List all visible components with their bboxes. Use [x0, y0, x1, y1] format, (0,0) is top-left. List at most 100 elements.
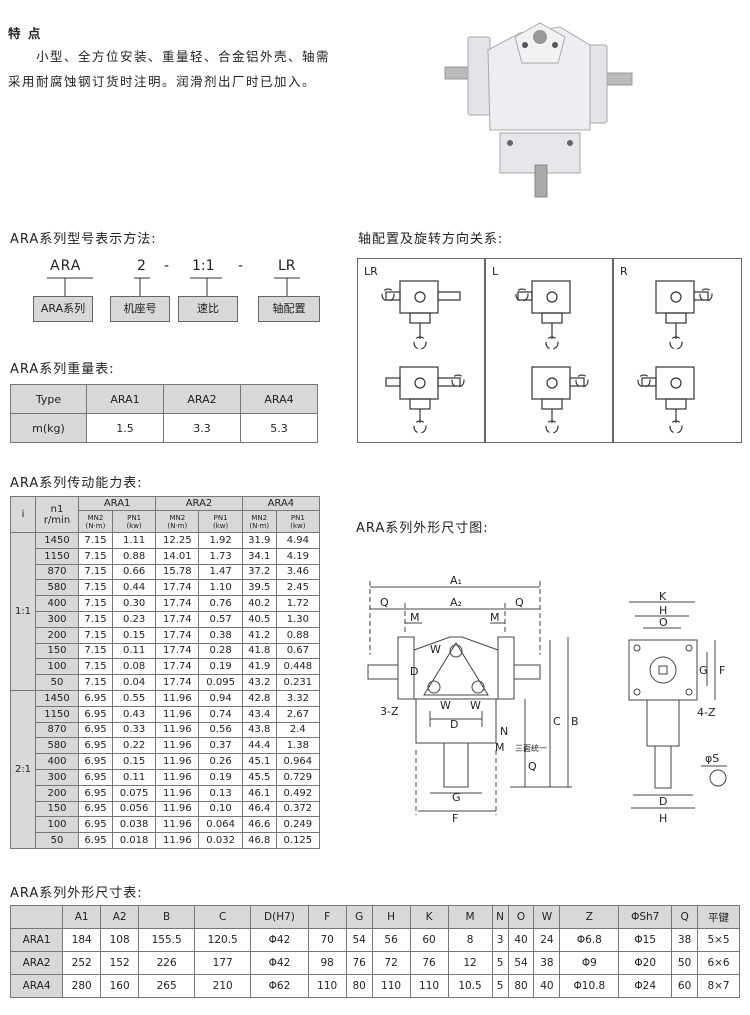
cap-value-cell: 41.8: [241, 642, 277, 660]
dim-value-cell: 210: [194, 974, 252, 998]
dim-label-n: N: [500, 725, 508, 738]
cap-value-cell: 0.43: [111, 705, 157, 723]
cap-sub-pn-label: PN1: [290, 513, 305, 522]
capacity-table: i n1 r/min ARA1 ARA2 ARA4 MN2(N·m) PN1(k…: [10, 496, 321, 849]
dim-value-cell: 110: [371, 974, 411, 998]
panel-label-l: L: [492, 265, 499, 278]
cap-value-cell: 0.56: [198, 721, 243, 739]
cap-value-cell: 1.11: [111, 532, 157, 549]
cap-value-cell: 11.96: [155, 768, 200, 786]
dim-model-cell: ARA4: [9, 974, 64, 998]
weight-header-ara2: ARA2: [163, 384, 241, 414]
cap-value-cell: 42.8: [241, 689, 277, 707]
cap-value-cell: 0.88: [111, 547, 157, 565]
dim-label-s: φS: [705, 752, 719, 765]
cap-value-cell: 11.96: [155, 689, 200, 707]
cap-value-cell: 15.78: [155, 563, 200, 581]
cap-speed-cell: 300: [35, 768, 79, 786]
features-line-2: 采用耐腐蚀钢订货时注明。润滑剂出厂时已加入。: [8, 74, 317, 89]
dim-label-d-side: D: [659, 795, 667, 808]
model-code-box-ratio: 速比: [178, 296, 238, 322]
cap-speed-cell: 400: [35, 753, 79, 770]
dim-value-cell: 184: [62, 928, 102, 952]
dim-value-cell: 50: [671, 951, 699, 975]
cap-sub-mn-unit: (N·m): [249, 521, 270, 530]
panel-label-lr: LR: [364, 265, 378, 278]
cap-value-cell: 0.66: [111, 563, 157, 581]
cap-value-cell: 7.15: [78, 595, 113, 612]
cap-value-cell: 11.96: [155, 721, 200, 739]
cap-value-cell: 17.74: [155, 610, 200, 628]
cap-value-cell: 0.13: [198, 784, 243, 802]
cap-value-cell: 0.74: [198, 705, 243, 723]
cap-value-cell: 2.67: [275, 705, 321, 723]
cap-speed-cell: 150: [35, 642, 79, 660]
cap-value-cell: 7.15: [78, 674, 113, 691]
cap-value-cell: 0.448: [275, 658, 321, 676]
cap-header-ara4: ARA4: [241, 496, 321, 511]
cap-value-cell: 0.67: [275, 642, 321, 660]
cap-value-cell: 17.74: [155, 658, 200, 676]
cap-value-cell: 40.5: [241, 610, 277, 628]
cap-value-cell: 0.28: [198, 642, 243, 660]
dim-header-cell: H: [371, 905, 411, 929]
features-heading: 特 点: [8, 26, 42, 41]
cap-value-cell: 0.038: [111, 816, 157, 834]
dim-value-cell: Φ20: [618, 951, 673, 975]
dim-label-h-bottom: H: [659, 812, 667, 825]
dim-header-cell: A1: [62, 905, 102, 929]
dim-value-cell: 177: [194, 951, 252, 975]
cap-speed-cell: 580: [35, 579, 79, 597]
cap-sub-mn-unit: (N·m): [167, 521, 188, 530]
cap-value-cell: 0.11: [111, 768, 157, 786]
cap-value-cell: 7.15: [78, 579, 113, 597]
cap-speed-cell: 50: [35, 832, 79, 849]
cap-value-cell: 0.55: [111, 689, 157, 707]
cap-value-cell: 1.92: [198, 532, 243, 549]
dim-header-cell: D(H7): [250, 905, 309, 929]
dim-model-cell: ARA2: [9, 951, 64, 975]
cap-sub-pn-unit: (kw): [126, 521, 142, 530]
dim-value-cell: 155.5: [138, 928, 196, 952]
dim-value-cell: Φ42: [250, 928, 309, 952]
dim-header-cell: A2: [100, 905, 140, 929]
cap-sub-mn-ara1: MN2(N·m): [78, 510, 113, 533]
cap-value-cell: 41.2: [241, 626, 277, 644]
cap-header-ara2: ARA2: [155, 496, 243, 511]
dim-label-m-left: M: [410, 611, 420, 624]
dim-value-cell: 6×6: [697, 951, 740, 975]
model-code-part-config: LR: [278, 258, 296, 274]
dim-label-g: G: [452, 791, 461, 804]
cap-value-cell: 6.95: [78, 721, 113, 739]
dim-value-cell: 252: [62, 951, 102, 975]
cap-value-cell: 0.19: [198, 768, 243, 786]
dim-header-cell: [9, 905, 64, 929]
cap-sub-mn-label: MN2: [87, 513, 104, 522]
cap-value-cell: 14.01: [155, 547, 200, 565]
dim-header-cell: C: [194, 905, 252, 929]
cap-value-cell: 0.22: [111, 737, 157, 755]
dim-value-cell: 265: [138, 974, 196, 998]
cap-value-cell: 46.1: [241, 784, 277, 802]
cap-value-cell: 43.8: [241, 721, 277, 739]
cap-sub-pn-unit: (kw): [212, 521, 229, 530]
weight-table: Type ARA1 ARA2 ARA4 m(kg) 1.5 3.3 5.3: [10, 384, 318, 443]
dim-value-cell: 76: [409, 951, 449, 975]
cap-value-cell: 0.23: [111, 610, 157, 628]
cap-value-cell: 1.73: [198, 547, 243, 565]
cap-value-cell: 0.11: [111, 642, 157, 660]
dim-value-cell: 10.5: [447, 974, 493, 998]
dim-value-cell: 56: [371, 928, 411, 952]
cap-value-cell: 0.125: [275, 832, 321, 849]
shaft-config-panel-lr: LR: [357, 258, 485, 443]
dim-value-cell: Φ9: [559, 951, 620, 975]
dim-label-q-left: Q: [380, 596, 389, 609]
cap-value-cell: 0.964: [275, 753, 321, 770]
dim-value-cell: 12: [447, 951, 493, 975]
